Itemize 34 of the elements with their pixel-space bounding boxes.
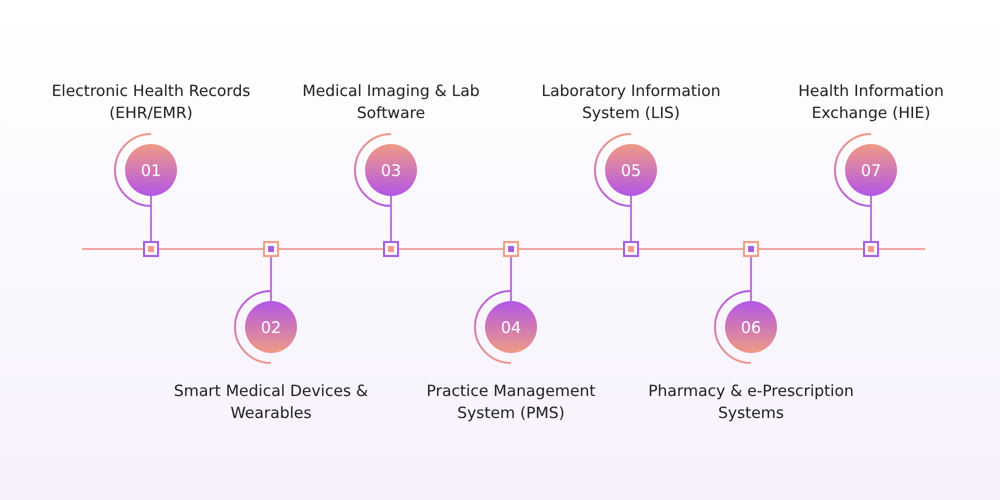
number-badge: 07 <box>845 144 897 196</box>
number-badge: 05 <box>605 144 657 196</box>
timeline-marker <box>863 241 879 257</box>
number-badge: 02 <box>245 301 297 353</box>
timeline-marker <box>263 241 279 257</box>
connector-line <box>390 196 392 241</box>
connector-line <box>759 248 863 250</box>
connector-line <box>870 196 872 241</box>
connector-line <box>750 257 752 301</box>
step-title: Electronic Health Records (EHR/EMR) <box>50 81 252 124</box>
connector-line <box>639 248 743 250</box>
connector-line <box>630 196 632 241</box>
connector-line <box>159 248 263 250</box>
number-badge: 01 <box>125 144 177 196</box>
connector-line <box>399 248 503 250</box>
step-title: Practice Management System (PMS) <box>426 381 596 424</box>
timeline-marker <box>383 241 399 257</box>
step-title: Smart Medical Devices & Wearables <box>172 381 370 424</box>
step-title: Pharmacy & e-Prescription Systems <box>647 381 855 424</box>
timeline-marker <box>143 241 159 257</box>
connector-line <box>510 257 512 301</box>
connector-line <box>270 257 272 301</box>
connector-line <box>279 248 383 250</box>
number-badge: 03 <box>365 144 417 196</box>
number-badge: 04 <box>485 301 537 353</box>
connector-line <box>150 196 152 241</box>
timeline-marker <box>503 241 519 257</box>
connector-line <box>519 248 623 250</box>
step-title: Laboratory Information System (LIS) <box>540 81 722 124</box>
timeline-marker <box>623 241 639 257</box>
timeline-marker <box>743 241 759 257</box>
step-title: Medical Imaging & Lab Software <box>301 81 481 124</box>
step-title: Health Information Exchange (HIE) <box>797 81 945 124</box>
number-badge: 06 <box>725 301 777 353</box>
